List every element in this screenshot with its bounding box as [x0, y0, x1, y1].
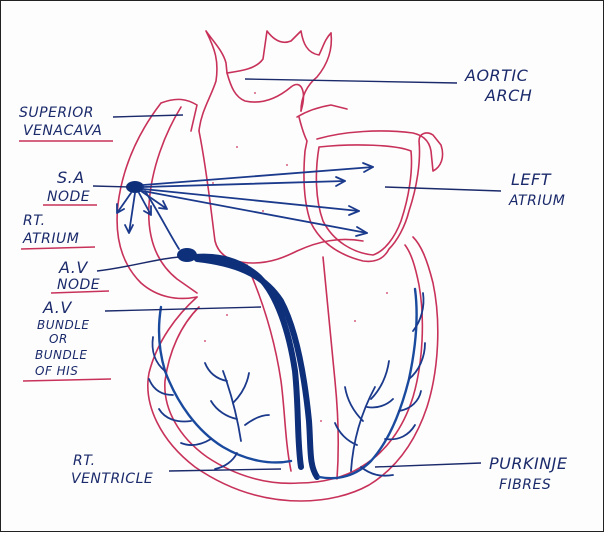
pulmonary-vessel	[297, 105, 347, 117]
label-av-bundle-line3: OR	[49, 332, 68, 346]
leader-aortic-arch	[245, 79, 457, 83]
label-left-atrium-line2: ATRIUM	[508, 193, 565, 209]
dot	[226, 314, 228, 316]
dot	[236, 146, 238, 148]
right-purkinje-main	[159, 307, 291, 462]
label-aortic-arch-line2: ARCH	[484, 86, 532, 105]
left-purkinje-inner-5	[367, 399, 393, 408]
bundle-of-his-main	[195, 257, 301, 467]
left-atrium-outline	[299, 117, 443, 261]
dot	[354, 320, 356, 322]
leader-purkinje	[375, 463, 481, 467]
right-purkinje-inner-4	[245, 415, 269, 425]
label-purkinje-line1: PURKINJE	[489, 454, 568, 473]
right-purkinje-inner-2	[233, 373, 249, 403]
conduction-system	[117, 163, 425, 478]
label-av-bundle-line5: OF HIS	[35, 364, 78, 378]
dot	[320, 420, 322, 422]
sa-arrow-3	[143, 189, 359, 211]
label-rt-ventricle-line2: VENTRICLE	[71, 471, 153, 487]
sa-to-av-path	[145, 191, 179, 249]
dot	[204, 340, 206, 342]
left-purkinje-inner-3	[371, 361, 389, 399]
label-av-bundle-line1: A.V	[42, 298, 72, 317]
label-av-node-line2: NODE	[57, 277, 100, 293]
dot	[386, 292, 388, 294]
dot	[262, 210, 264, 212]
label-av-bundle-line2: BUNDLE	[37, 318, 90, 332]
sa-arrow-1	[143, 167, 373, 185]
dot	[286, 164, 288, 166]
underline-rt-atrium	[21, 247, 95, 249]
dot	[254, 92, 256, 94]
leader-superior-vena-cava	[113, 115, 183, 117]
label-av-node-line1: A.V	[58, 258, 88, 277]
aorta-outline	[199, 31, 331, 131]
label-purkinje-line2: FIBRES	[499, 477, 551, 493]
right-purkinje-branch-4	[181, 439, 211, 445]
leader-rt-ventricle	[169, 469, 281, 471]
left-purkinje-main	[319, 289, 417, 478]
leader-left-atrium	[385, 187, 501, 191]
left-purkinje-inner-2	[345, 387, 363, 421]
dot	[212, 182, 214, 184]
label-left-atrium-line1: LEFT	[511, 170, 552, 189]
heart-outline	[117, 31, 443, 501]
right-purkinje-branch-5	[215, 453, 237, 469]
leader-sa-node	[93, 186, 129, 187]
label-aortic-arch-line1: AORTIC	[464, 66, 529, 85]
label-rt-atrium-line2: ATRIUM	[22, 231, 79, 247]
label-superior-vena-cava-line2: VENACAVA	[23, 123, 102, 139]
label-rt-ventricle-line1: RT.	[73, 453, 96, 469]
label-superior-vena-cava-line1: SUPERIOR	[19, 105, 94, 121]
label-sa-node-line1: S.A	[57, 168, 85, 187]
label-av-bundle-line4: BUNDLE	[35, 348, 88, 362]
labels: AORTIC ARCH SUPERIOR VENACAVA S.A NODE R…	[19, 66, 568, 493]
underline-av-bundle	[23, 379, 111, 381]
label-sa-node-line2: NODE	[47, 189, 90, 205]
sa-arrow-4	[143, 191, 367, 233]
label-rt-atrium-line1: RT.	[23, 213, 46, 229]
